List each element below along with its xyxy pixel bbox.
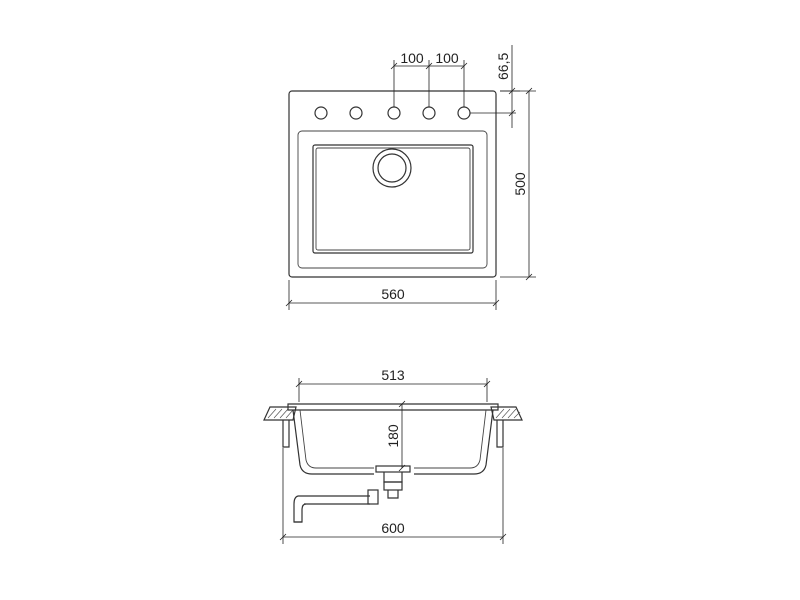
dimension-width: 560 xyxy=(285,280,500,310)
dim-depth-label: 500 xyxy=(512,172,528,196)
tap-hole-3 xyxy=(387,106,401,120)
dim-hole-offset-label: 66,5 xyxy=(495,53,511,80)
drain-inner xyxy=(377,153,407,183)
bowl-section-outer xyxy=(292,409,494,475)
sink-outer-outline xyxy=(288,90,497,278)
top-view: 100 100 66,5 500 560 xyxy=(285,45,536,310)
waste-siphon xyxy=(293,465,411,523)
section-view: 513 180 600 xyxy=(263,367,523,544)
dimension-overall-width: 600 xyxy=(279,448,507,544)
worktop-left xyxy=(263,406,297,421)
mounting-clip-left xyxy=(282,420,290,448)
dimension-inner-width: 513 xyxy=(295,367,491,402)
dimension-depth: 500 xyxy=(500,87,536,281)
dim-hole-spacing-2-label: 100 xyxy=(435,50,459,66)
bowl-section-inner xyxy=(299,409,487,469)
dimension-hole-spacing: 100 100 xyxy=(390,50,468,107)
dim-overall-width-label: 600 xyxy=(381,520,405,536)
dim-width-label: 560 xyxy=(381,286,405,302)
tap-hole-1 xyxy=(314,106,328,120)
dimension-hole-offset: 66,5 xyxy=(470,45,520,128)
mounting-clip-right xyxy=(496,420,504,448)
dim-hole-spacing-1-label: 100 xyxy=(400,50,424,66)
dimension-bowl-depth: 180 xyxy=(385,400,406,472)
tap-hole-2 xyxy=(349,106,363,120)
bowl-outline xyxy=(312,144,474,254)
dim-inner-width-label: 513 xyxy=(381,367,405,383)
tap-hole-5 xyxy=(457,106,471,120)
sink-rim xyxy=(287,403,499,411)
tap-hole-4 xyxy=(422,106,436,120)
worktop-right xyxy=(490,406,523,421)
dim-bowl-depth-label: 180 xyxy=(385,424,401,448)
drain-outer xyxy=(372,148,412,188)
sink-rim-outline xyxy=(297,130,488,269)
bowl-inner-outline xyxy=(315,147,471,251)
